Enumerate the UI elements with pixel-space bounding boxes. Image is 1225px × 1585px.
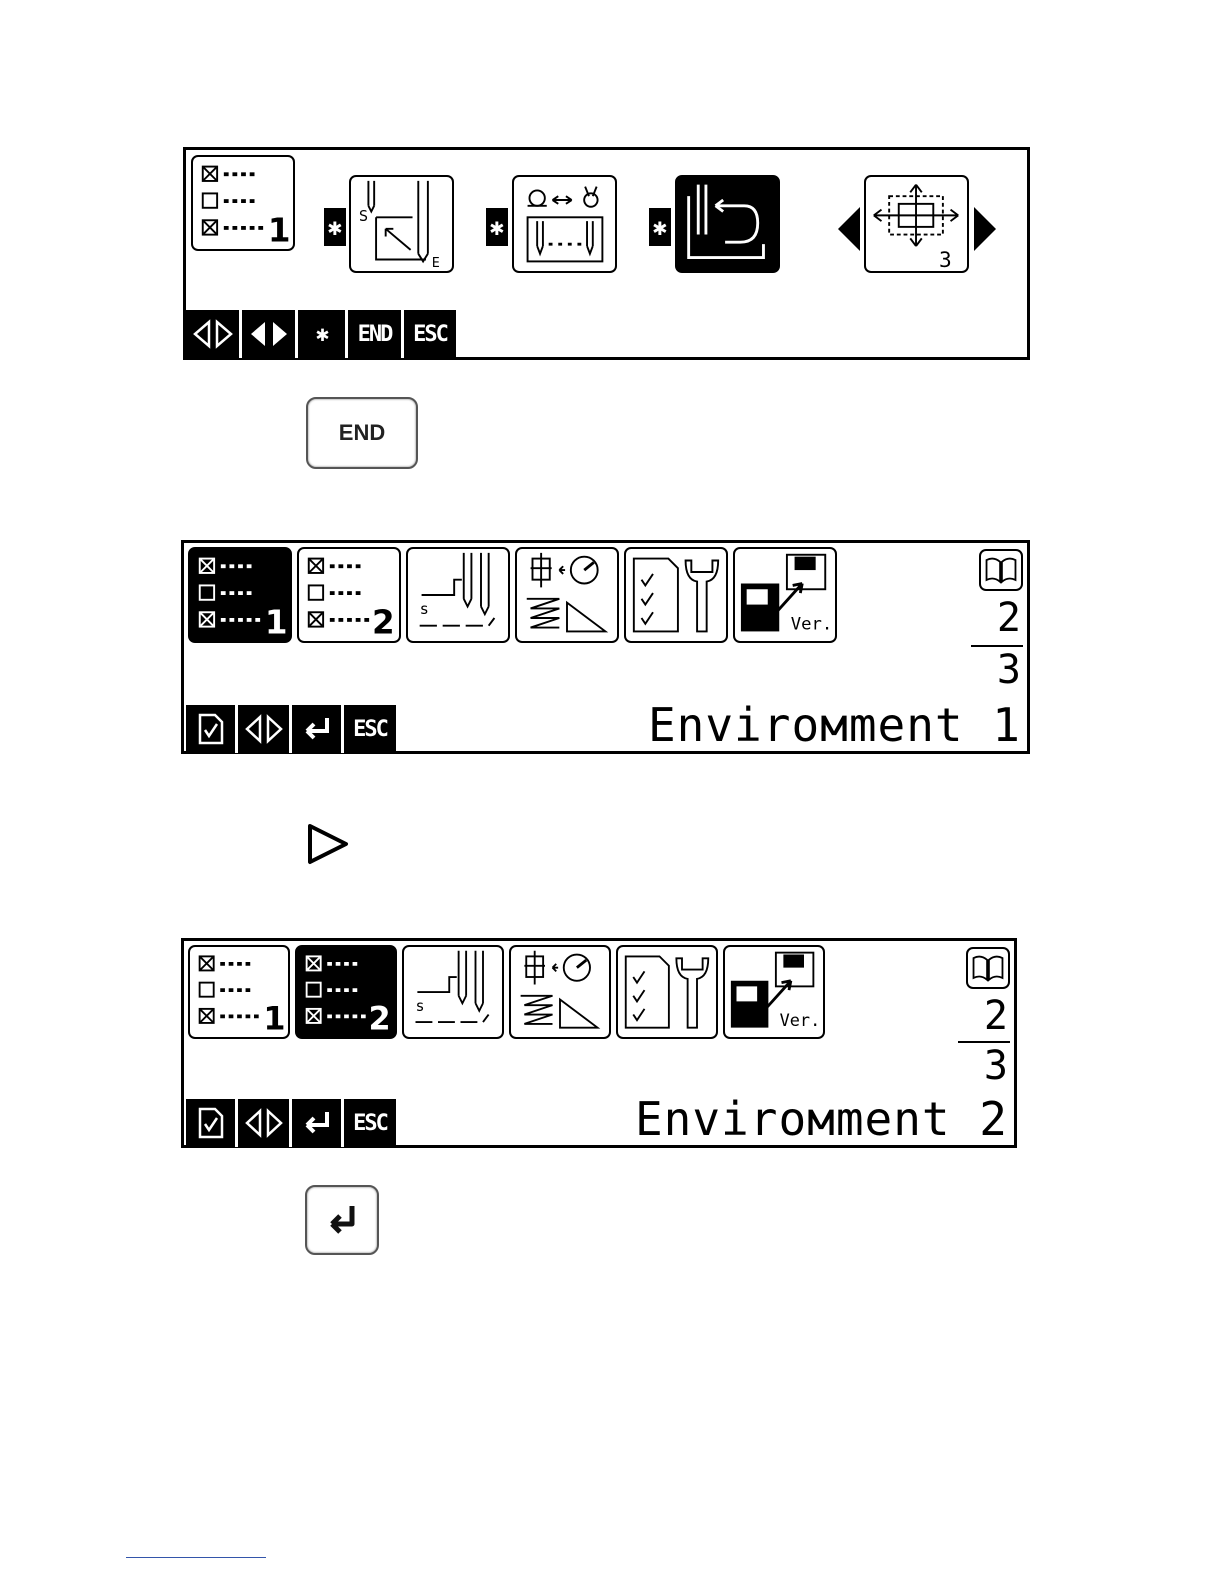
svg-text:1: 1 <box>268 211 291 249</box>
svg-text:1: 1 <box>265 603 288 641</box>
arrow-right-icon[interactable] <box>974 207 996 251</box>
data-version-icon[interactable]: Ver. <box>733 547 837 643</box>
manual-book-icon[interactable] <box>979 549 1023 591</box>
lcd-screen-3: 1 2 s <box>181 938 1017 1148</box>
manual-book-icon[interactable] <box>966 947 1010 989</box>
softkey-solid-arrows[interactable] <box>242 310 298 358</box>
softkey-bar: ESC <box>186 1099 396 1149</box>
softkey-enter[interactable] <box>292 1099 344 1147</box>
softkey-enter[interactable] <box>292 705 344 753</box>
thread-trim-speed-icon[interactable] <box>512 175 617 273</box>
softkey-outline-arrows[interactable] <box>186 310 242 358</box>
environment-list-1-icon[interactable]: 1 <box>188 547 292 643</box>
svg-text:Ver.: Ver. <box>791 615 833 635</box>
environment-label: Envirомment 1 <box>648 701 1021 749</box>
sewing-needle-icon[interactable]: s <box>402 945 504 1039</box>
checklist-tools-icon[interactable] <box>616 945 718 1039</box>
softkey-checklist[interactable] <box>186 1099 238 1147</box>
softkey-checklist[interactable] <box>186 705 238 753</box>
svg-text:2: 2 <box>369 1000 391 1038</box>
speed-settings-icon[interactable] <box>509 945 611 1039</box>
environment-label: Envirомment 2 <box>635 1095 1008 1143</box>
softkey-asterisk[interactable]: ✱ <box>298 310 348 358</box>
svg-text:E: E <box>432 256 440 271</box>
softkey-end[interactable]: END <box>348 310 404 358</box>
softkey-outline-arrows[interactable] <box>238 1099 292 1147</box>
lcd-screen-2: 1 2 s <box>181 540 1030 754</box>
page-total: 3 <box>961 647 1021 693</box>
enter-arrow-icon <box>322 1202 362 1238</box>
end-button[interactable]: END <box>306 397 418 469</box>
environment-list-1-icon[interactable]: 1 <box>188 945 290 1039</box>
loop-return-icon[interactable] <box>675 175 780 273</box>
softkey-esc[interactable]: ESC <box>344 705 396 753</box>
svg-text:2: 2 <box>372 603 395 641</box>
svg-text:S: S <box>359 207 368 225</box>
softkey-esc[interactable]: ESC <box>344 1099 396 1147</box>
arrow-left-icon[interactable] <box>838 207 860 251</box>
svg-text:1: 1 <box>263 1000 285 1038</box>
triangle-right-icon <box>306 822 350 866</box>
environment-list-1-icon[interactable]: 1 <box>191 155 295 251</box>
page-total: 3 <box>948 1043 1008 1089</box>
enter-button[interactable] <box>305 1185 379 1255</box>
page-current: 2 <box>961 595 1021 641</box>
svg-text:Ver.: Ver. <box>780 1010 821 1030</box>
page-current: 2 <box>948 993 1008 1039</box>
asterisk-marker: ✱ <box>649 208 671 246</box>
sewing-needle-icon[interactable]: s <box>406 547 510 643</box>
svg-text:s: s <box>420 600 429 618</box>
checklist-tools-icon[interactable] <box>624 547 728 643</box>
footnote-divider <box>126 1557 266 1558</box>
stitch-start-end-icon[interactable]: S E <box>349 175 454 273</box>
speed-settings-icon[interactable] <box>515 547 619 643</box>
position-move-icon[interactable]: 3 <box>864 175 969 273</box>
svg-text:s: s <box>416 997 425 1015</box>
softkey-bar: ✱ END ESC <box>186 310 456 360</box>
lcd-screen-1: 1 ✱ S E ✱ ✱ <box>183 147 1030 360</box>
environment-list-2-icon[interactable]: 2 <box>295 945 397 1039</box>
softkey-esc[interactable]: ESC <box>404 310 456 358</box>
asterisk-marker: ✱ <box>324 208 346 246</box>
data-version-icon[interactable]: Ver. <box>723 945 825 1039</box>
asterisk-marker: ✱ <box>486 208 508 246</box>
environment-list-2-icon[interactable]: 2 <box>297 547 401 643</box>
softkey-bar: ESC <box>186 705 396 755</box>
svg-text:3: 3 <box>939 247 952 271</box>
right-arrow-button[interactable] <box>306 822 350 866</box>
softkey-outline-arrows[interactable] <box>238 705 292 753</box>
